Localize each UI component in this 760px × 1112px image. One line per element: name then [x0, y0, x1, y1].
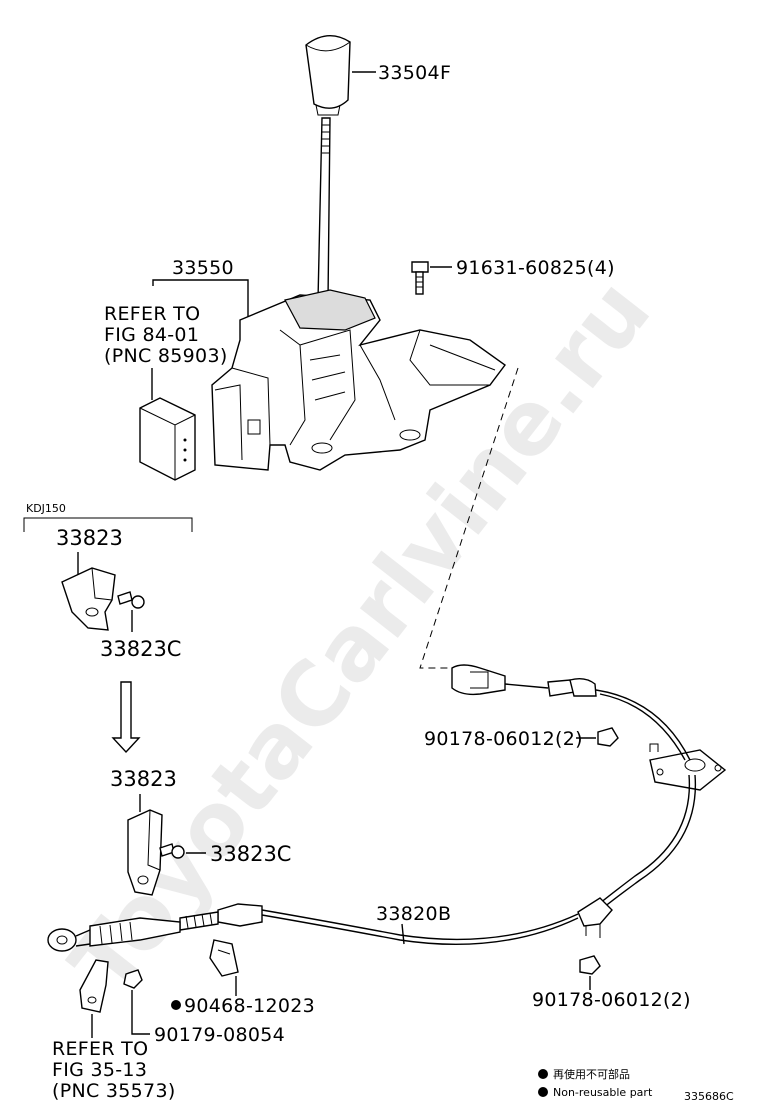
bolt-91631 — [411, 261, 429, 295]
bolt-a — [117, 591, 145, 609]
label-refer-84-line3: (PNC 85903) — [104, 345, 228, 367]
label-nut-90179: 90179-08054 — [154, 1024, 285, 1046]
bracket-lower — [79, 959, 109, 1013]
label-nut-lower: 90178-06012(2) — [532, 989, 691, 1011]
label-cable: 33820B — [376, 903, 451, 925]
kdj150-bracket-line — [23, 517, 193, 532]
control-unit-box — [139, 397, 196, 481]
legend-bullet-en — [538, 1087, 548, 1097]
label-nut-upper: 90178-06012(2) — [424, 728, 583, 750]
label-refer-35-line2: FIG 35-13 — [52, 1059, 147, 1081]
shift-cable — [47, 664, 727, 952]
label-bolt-91631: 91631-60825(4) — [456, 257, 615, 279]
nut-upper — [597, 727, 659, 752]
label-refer-35-line1: REFER TO — [52, 1038, 148, 1060]
label-refer-84-line1: REFER TO — [104, 303, 200, 325]
label-refer-84-line2: FIG 84-01 — [104, 324, 199, 346]
bracket-a — [61, 567, 116, 631]
filled-circle-icon — [171, 1000, 181, 1010]
label-knob: 33504F — [378, 62, 451, 84]
legend-en: Non-reusable part — [553, 1086, 653, 1099]
label-bolt-b: 33823C — [210, 842, 291, 866]
leader-shift-assy — [152, 279, 249, 318]
label-bolt-a: 33823C — [100, 637, 181, 661]
shift-lever-rod — [317, 117, 331, 301]
label-kdj150: KDJ150 — [26, 502, 66, 515]
nut-90179 — [123, 969, 143, 989]
leader-cable — [401, 923, 405, 945]
bracket-b — [127, 809, 163, 896]
label-refer-35-line3: (PNC 35573) — [52, 1080, 176, 1102]
legend-bullet-jp — [538, 1069, 548, 1079]
clip-90468 — [209, 939, 239, 977]
label-clip: 90468-12023 — [184, 995, 315, 1017]
figure-id: 335686C — [684, 1090, 734, 1103]
shift-lever-assembly — [211, 289, 506, 471]
label-bracket-a: 33823 — [56, 526, 123, 550]
nut-lower — [579, 955, 601, 975]
legend-jp: 再使用不可部品 — [553, 1067, 630, 1081]
label-shift-assy: 33550 — [172, 257, 234, 279]
bolt-b — [159, 843, 185, 859]
arrow-down-icon — [111, 681, 141, 754]
leader-nut-90179 — [131, 990, 150, 1035]
label-bracket-b: 33823 — [110, 767, 177, 791]
shift-knob — [305, 35, 351, 116]
